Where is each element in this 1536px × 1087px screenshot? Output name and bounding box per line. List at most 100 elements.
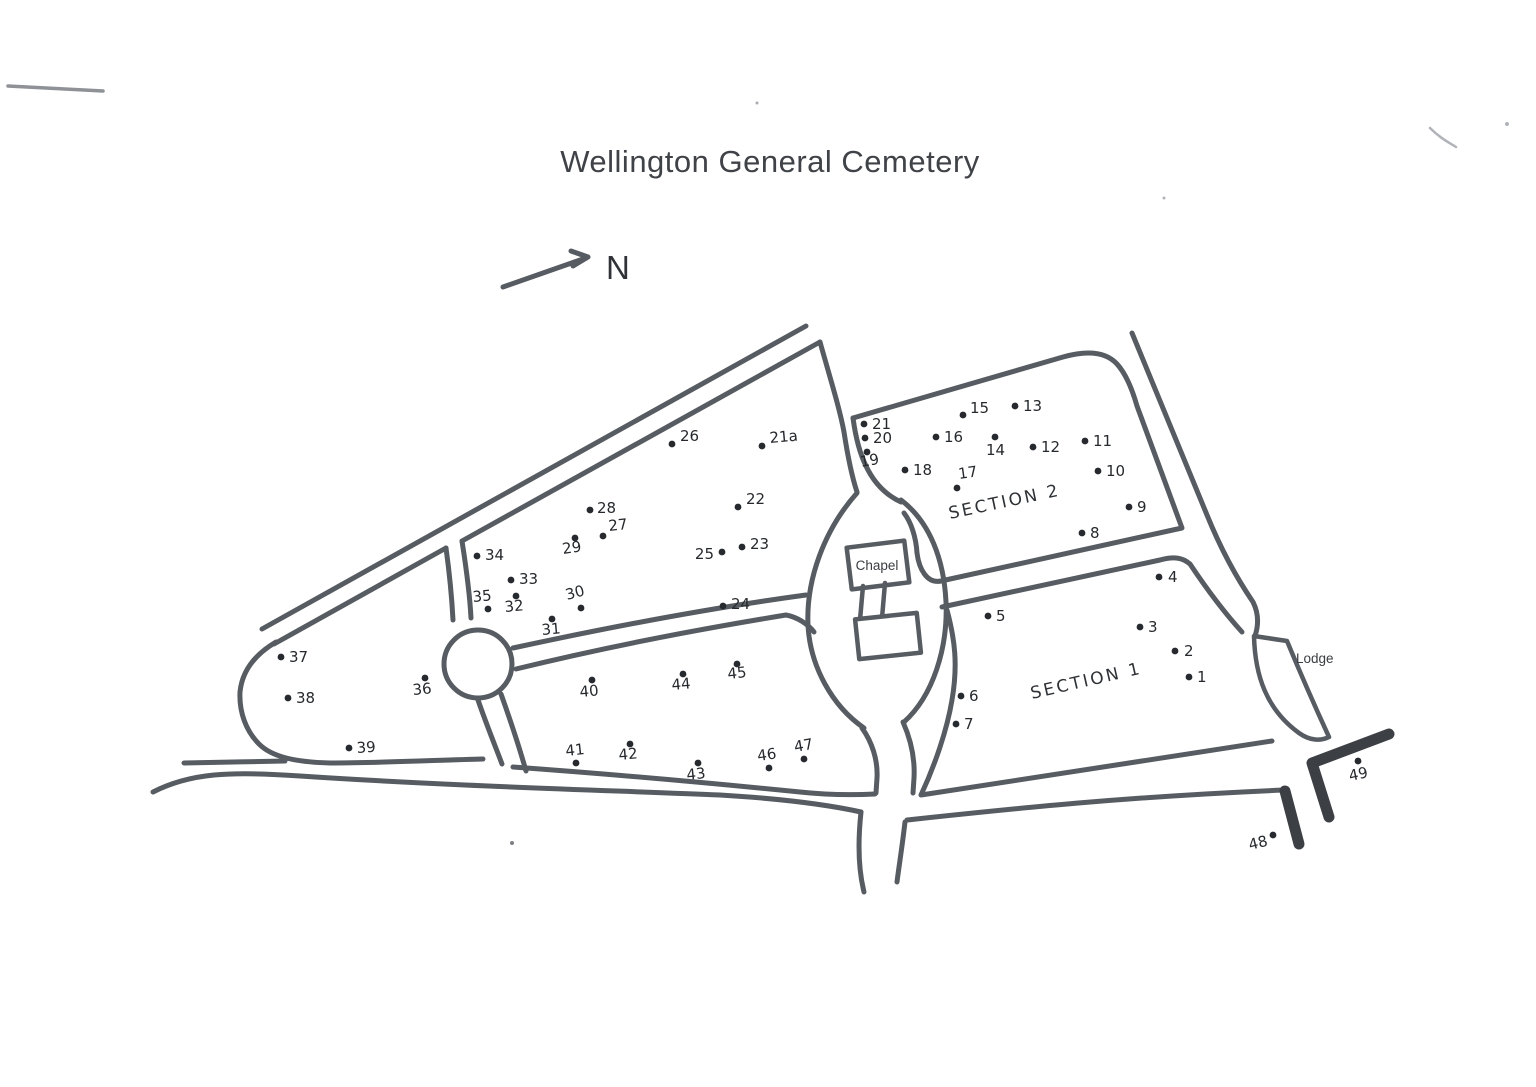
grave-marker-9: 9 [1125,498,1147,516]
grave-marker-26: 26 [668,427,699,448]
marker-dot [588,676,596,684]
grave-marker-18: 18 [901,461,932,479]
marker-label: 16 [944,428,963,446]
marker-dot [668,440,676,448]
marker-dot [901,466,909,474]
grave-marker-13: 13 [1011,397,1042,415]
north-arrow-shaft [500,256,586,290]
marker-label: 42 [618,744,639,764]
marker-label: 45 [727,663,748,683]
marker-dot [507,576,515,584]
grave-marker-45: 45 [727,660,748,683]
road-chapel-neck-west [817,339,860,495]
section2-label: SECTION 2 [947,481,1062,524]
marker-dot [345,744,353,752]
grave-marker-24: 24 [719,595,750,613]
marker-dot [733,660,741,668]
entrance-road-thick [1306,728,1395,823]
road-northwest-lower-east [459,339,823,544]
marker-dot [1125,503,1133,511]
marker-dot [1011,402,1019,410]
marker-label: 10 [1106,462,1125,480]
grave-marker-10: 10 [1094,462,1125,480]
lodge-building [1251,633,1332,742]
section1-label: SECTION 1 [1029,659,1144,704]
grave-marker-15: 15 [959,399,989,419]
marker-dot [586,506,594,514]
marker-label: 12 [1041,438,1060,456]
chapel-loop-west [805,490,867,731]
marker-dot [284,694,292,702]
marker-label: 17 [957,462,978,482]
road-south-east [900,719,917,796]
grave-marker-41: 41 [565,740,585,767]
grave-marker-20: 20 [861,429,892,447]
marker-dot [758,442,766,450]
grave-marker-21: 21 [860,415,891,433]
marker-label: 26 [680,427,699,445]
grave-marker-27: 27 [599,515,628,540]
marker-dot [473,552,481,560]
grave-marker-33: 33 [507,570,538,588]
grave-marker-17: 17 [953,462,978,492]
marker-dot [719,602,727,610]
marker-dot [679,670,687,678]
marker-dot [860,420,868,428]
marker-label: 35 [472,586,493,606]
scan-artifacts [6,84,1509,845]
grave-marker-11: 11 [1081,432,1112,450]
grave-marker-2: 2 [1171,642,1194,660]
scan-speck [510,841,514,845]
roundabout [441,627,515,701]
marker-label: 8 [1090,524,1100,542]
scan-speck [755,101,759,105]
marker-dot [1155,573,1163,581]
marker-dot [599,532,607,540]
grave-marker-32: 32 [504,592,524,616]
north-label: N [606,249,630,286]
marker-dot [577,604,585,612]
grave-marker-40: 40 [579,676,599,701]
marker-label: 31 [541,619,562,639]
marker-label: 21 [872,415,891,433]
marker-dot [734,503,742,511]
section1-left-bottom [918,607,1275,798]
grave-marker-37: 37 [277,648,308,666]
marker-label: 48 [1247,832,1270,854]
grave-marker-25: 25 [695,545,726,563]
marker-label: 23 [750,535,769,553]
marker-label: 46 [756,744,777,764]
marker-label: 28 [597,499,616,517]
marker-label: 49 [1347,763,1369,785]
grave-marker-44: 44 [671,670,691,694]
marker-label: 6 [969,687,979,705]
marker-label: 47 [793,735,815,756]
marker-dot [765,764,773,772]
bottom-road-lower-east [904,787,1287,823]
chapel-corridor [857,580,888,623]
grave-marker-12: 12 [1029,438,1060,456]
chapel-building [844,538,912,592]
lodge-area: Lodge [1251,633,1334,742]
marker-dot [1354,757,1362,765]
marker-label: 38 [296,689,315,707]
marker-label: 15 [970,399,989,417]
marker-label: 9 [1137,498,1147,516]
marker-dot [1136,623,1144,631]
marker-dot [571,534,579,542]
marker-dot [984,612,992,620]
marker-dot [1029,443,1037,451]
marker-label: 21a [769,427,799,447]
marker-dot [932,433,940,441]
grave-marker-35: 35 [472,586,493,613]
road-northwest-lower-west [271,545,449,647]
marker-label: 43 [686,764,707,784]
marker-dot [512,592,520,600]
grave-marker-14: 14 [986,433,1005,459]
marker-label: 36 [412,679,433,699]
grave-marker-43: 43 [686,759,707,784]
road-chapel-neck-east [850,415,904,505]
marker-dot [1171,647,1179,655]
grave-marker-31: 31 [541,615,562,639]
